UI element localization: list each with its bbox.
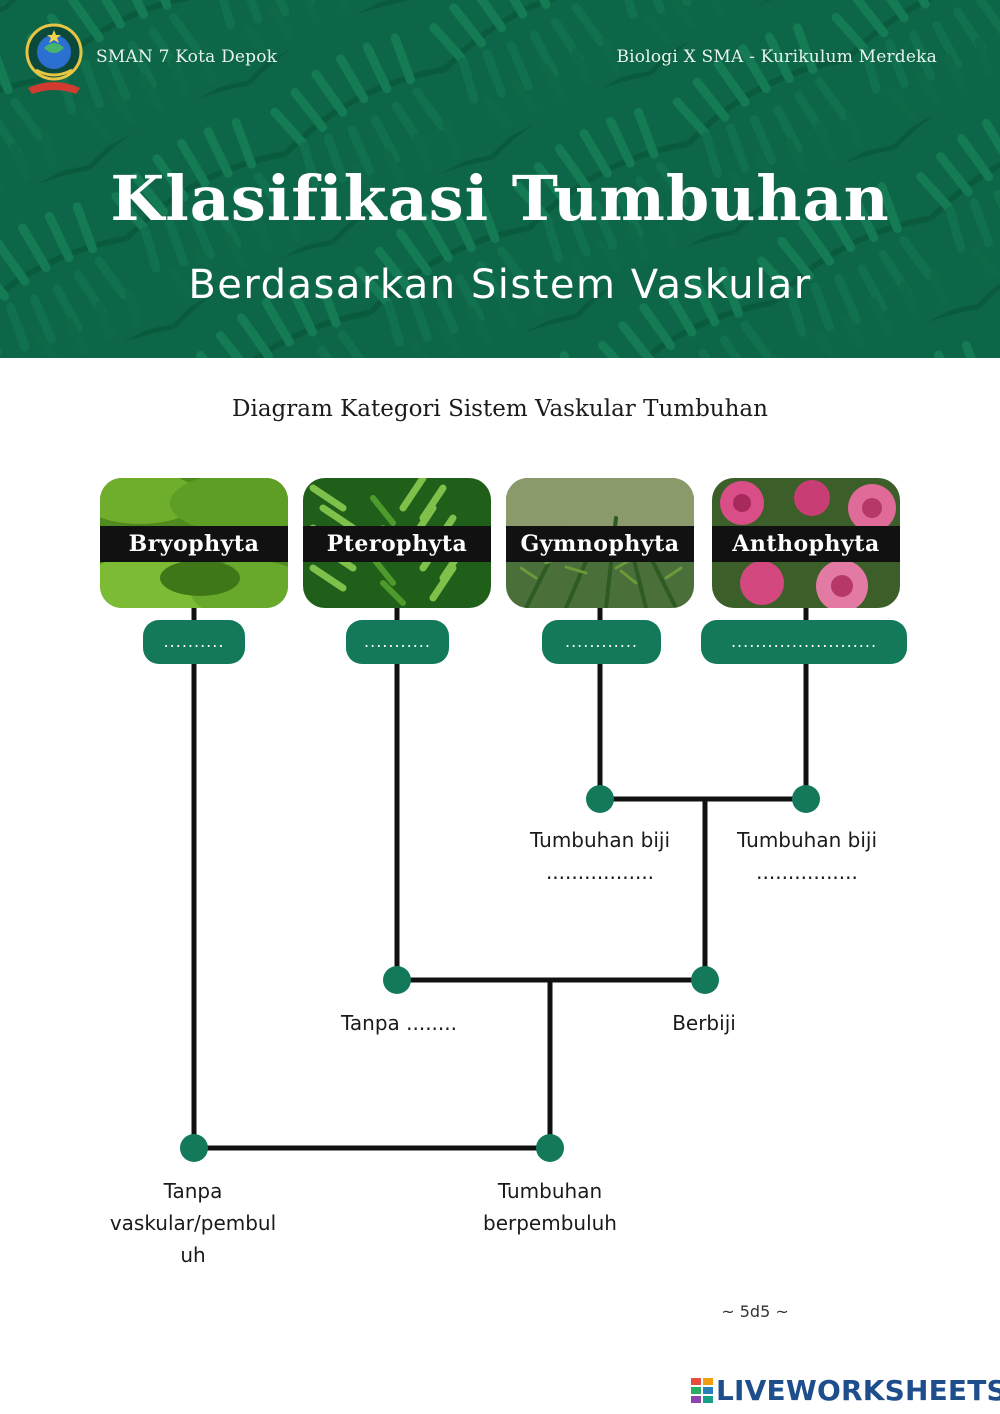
- card-bryophyta: Bryophyta: [100, 478, 288, 608]
- label-angiosperm: Tumbuhan biji ................: [712, 824, 902, 888]
- label-nonvascular: Tanpa vaskular/pembul uh: [88, 1175, 298, 1271]
- card-anthophyta: Anthophyta: [712, 478, 900, 608]
- label-gymnosperm-blank[interactable]: .................: [505, 856, 695, 888]
- label-seedless[interactable]: Tanpa ........: [309, 1007, 489, 1039]
- label-nonvascular-line2: vaskular/pembul: [88, 1207, 298, 1239]
- label-nonvascular-line1: Tanpa: [88, 1175, 298, 1207]
- label-seeded: Berbiji: [644, 1007, 764, 1039]
- node-seeded: [691, 966, 719, 994]
- node-seedless: [383, 966, 411, 994]
- liveworksheets-text: LIVEWORKSHEETS: [716, 1374, 1000, 1407]
- card-pterophyta: Pterophyta: [303, 478, 491, 608]
- answer-field-anthophyta[interactable]: ........................: [701, 620, 907, 664]
- label-nonvascular-line3: uh: [88, 1239, 298, 1271]
- label-vascular-line2: berpembuluh: [455, 1207, 645, 1239]
- answer-field-bryophyta[interactable]: ..........: [143, 620, 245, 664]
- group-name-pterophyta: Pterophyta: [303, 526, 491, 562]
- label-angiosperm-line1: Tumbuhan biji: [712, 824, 902, 856]
- label-vascular-line1: Tumbuhan: [455, 1175, 645, 1207]
- page-code: ~ 5d5 ~: [700, 1302, 810, 1321]
- group-name-bryophyta: Bryophyta: [100, 526, 288, 562]
- label-gymnosperm: Tumbuhan biji .................: [505, 824, 695, 888]
- label-angiosperm-blank[interactable]: ................: [712, 856, 902, 888]
- node-vascular: [536, 1134, 564, 1162]
- liveworksheets-icon: [690, 1376, 714, 1404]
- group-name-gymnophyta: Gymnophyta: [506, 526, 694, 562]
- group-name-anthophyta: Anthophyta: [712, 526, 900, 562]
- node-angiosperm: [792, 785, 820, 813]
- node-nonvascular: [180, 1134, 208, 1162]
- node-gymnosperm: [586, 785, 614, 813]
- liveworksheets-logo: LIVEWORKSHEETS: [690, 1372, 1000, 1408]
- answer-field-pterophyta[interactable]: ...........: [346, 620, 449, 664]
- card-gymnophyta: Gymnophyta: [506, 478, 694, 608]
- label-gymnosperm-line1: Tumbuhan biji: [505, 824, 695, 856]
- label-vascular: Tumbuhan berpembuluh: [455, 1175, 645, 1239]
- answer-field-gymnophyta[interactable]: ............: [542, 620, 661, 664]
